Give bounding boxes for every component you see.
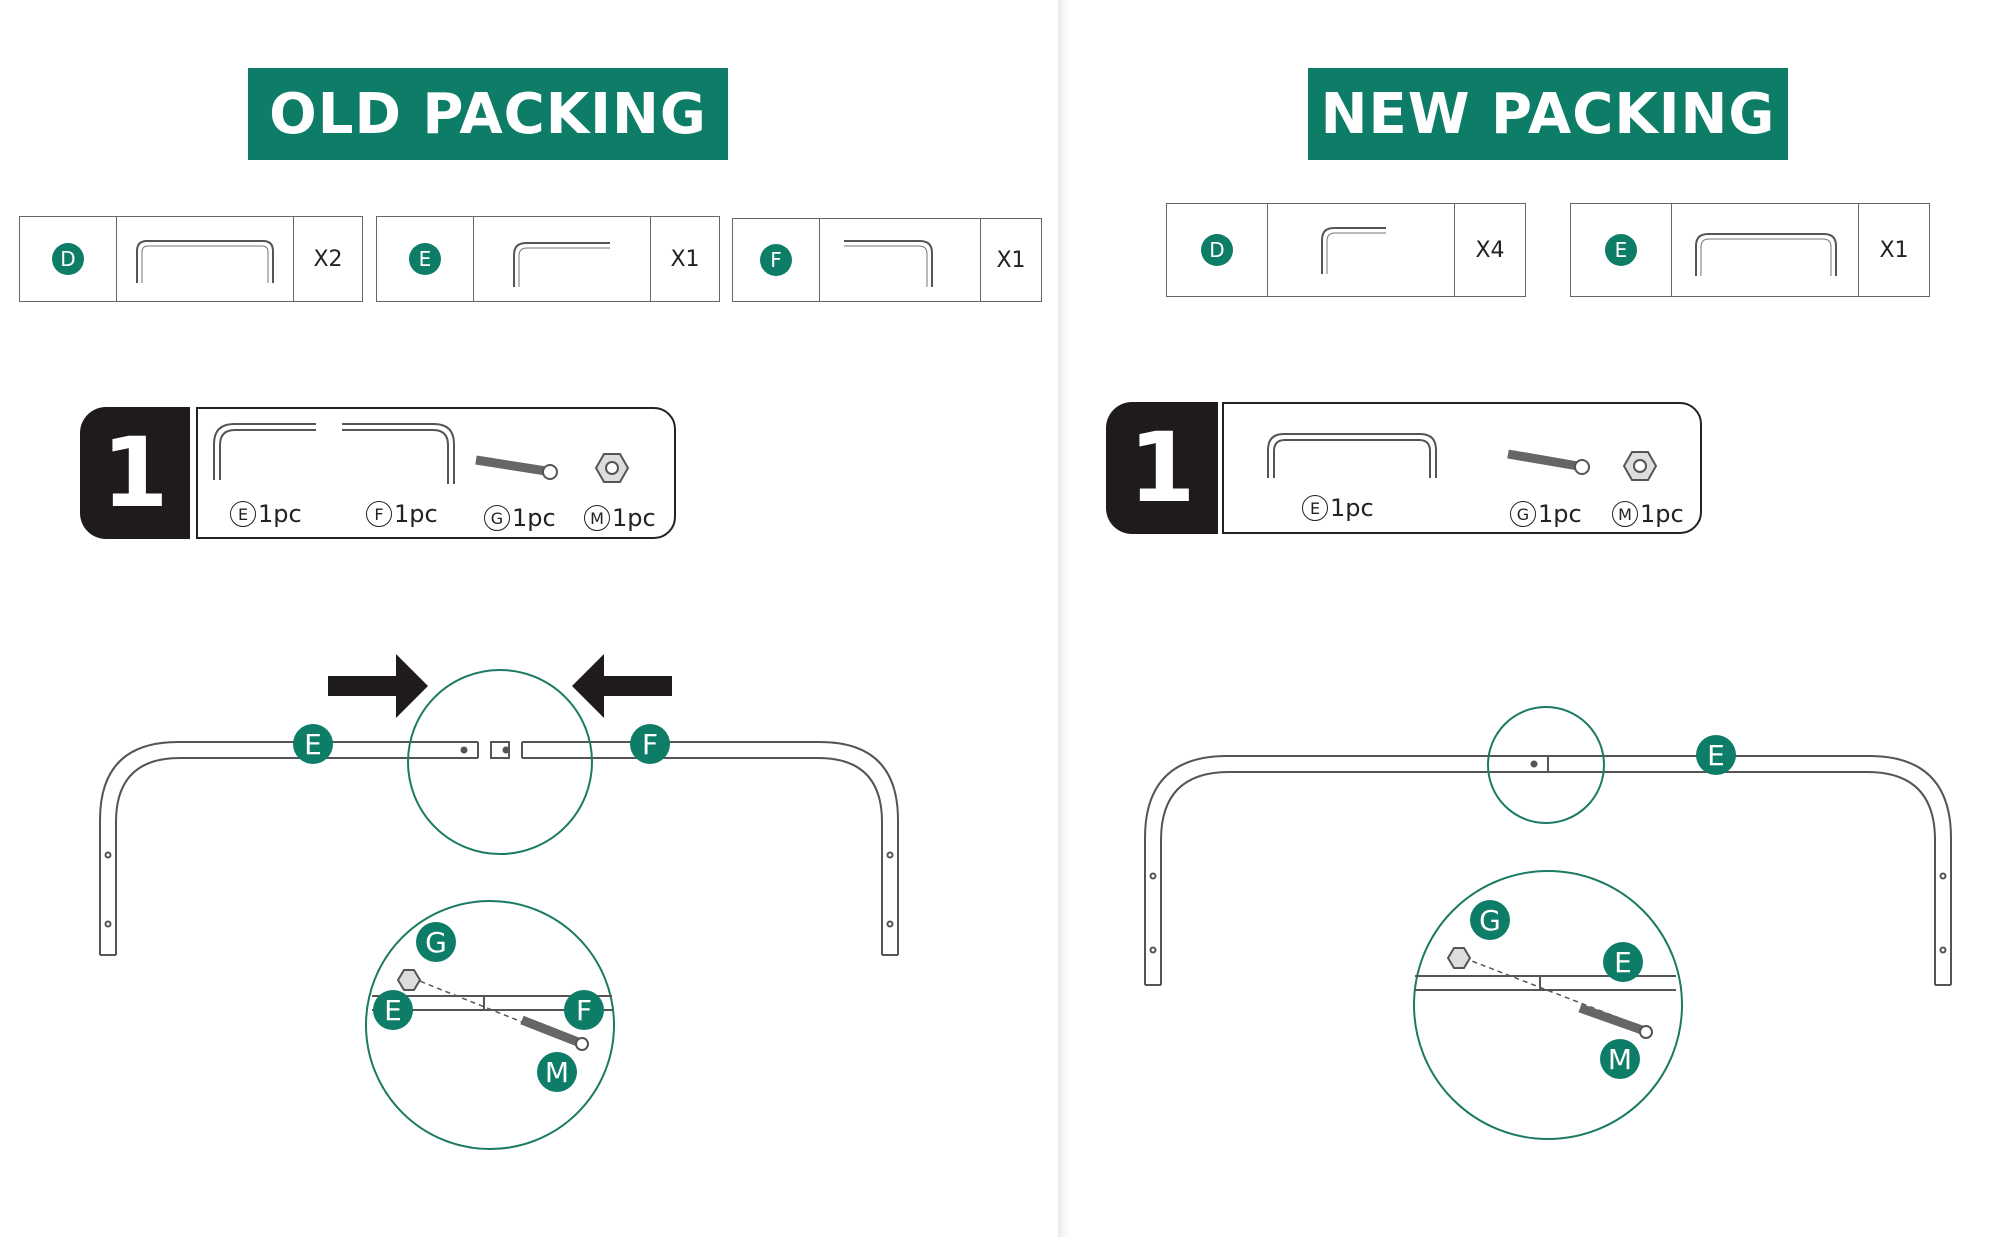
part-e-qty: X1 — [670, 246, 700, 272]
old-push-arrows — [328, 654, 672, 718]
part-e-drawing — [513, 242, 610, 287]
part-d-badge: D — [1201, 234, 1233, 266]
old-detail-callout-e: E — [373, 990, 413, 1030]
part-d-qty: X4 — [1475, 237, 1505, 263]
old-joint-highlight-circle — [407, 669, 593, 855]
part-e-drawing — [1695, 233, 1837, 276]
old-step-part-e-drawing — [213, 423, 316, 480]
old-part-f-row: F X1 — [732, 218, 1042, 302]
part-e-qty: X1 — [1879, 237, 1909, 263]
part-d-drawing — [1321, 227, 1386, 274]
new-detail-callout-m: M — [1600, 1039, 1640, 1079]
new-packing-title-text: NEW PACKING — [1320, 81, 1776, 147]
old-packing-title: OLD PACKING — [248, 68, 728, 160]
old-step-bolt-drawing — [475, 455, 558, 480]
old-step-part-f-drawing — [342, 423, 455, 484]
new-packing-title: NEW PACKING — [1308, 68, 1788, 160]
svg-text:F: F — [642, 728, 658, 761]
new-detail-circle — [1413, 870, 1683, 1140]
old-part-d-row: D X2 — [19, 216, 363, 302]
new-step-nut-drawing — [1622, 451, 1658, 481]
part-d-drawing — [136, 240, 274, 283]
old-callout-e: E — [293, 724, 333, 764]
part-d-badge: D — [52, 243, 84, 275]
svg-text:E: E — [1707, 739, 1725, 772]
new-callout-e: E — [1696, 735, 1736, 775]
old-step-nut-drawing — [594, 453, 630, 483]
old-step-number-text: 1 — [101, 417, 169, 529]
new-step-bolt-drawing — [1507, 449, 1590, 475]
svg-text:F: F — [576, 994, 592, 1027]
new-assembly-frame — [1144, 755, 1952, 986]
part-f-qty: X1 — [996, 247, 1026, 273]
new-part-d-row: D X4 — [1166, 203, 1526, 297]
panel-divider — [1058, 0, 1072, 1237]
old-detail-callout-f: F — [564, 990, 604, 1030]
svg-text:E: E — [384, 994, 402, 1027]
old-packing-title-text: OLD PACKING — [269, 81, 707, 147]
svg-text:E: E — [304, 728, 322, 761]
svg-text:M: M — [545, 1056, 569, 1089]
old-assembly-frame — [99, 741, 899, 956]
old-detail-callout-m: M — [537, 1052, 577, 1092]
right-arrow-icon — [328, 654, 428, 718]
part-f-badge: F — [760, 244, 792, 276]
new-step-number: 1 — [1106, 402, 1218, 534]
part-d-qty: X2 — [313, 246, 343, 272]
old-callout-f: F — [630, 724, 670, 764]
new-joint-highlight-circle — [1487, 706, 1605, 824]
old-detail-callout-g: G — [416, 922, 456, 962]
svg-text:E: E — [1614, 946, 1632, 979]
new-part-e-row: E X1 — [1570, 203, 1930, 297]
old-detail-circle — [365, 900, 615, 1150]
new-step-part-e-drawing — [1267, 433, 1437, 478]
part-e-badge: E — [1605, 234, 1637, 266]
part-e-badge: E — [409, 243, 441, 275]
svg-text:G: G — [425, 926, 447, 959]
svg-text:M: M — [1608, 1043, 1632, 1076]
old-part-e-row: E X1 — [376, 216, 720, 302]
left-arrow-icon — [572, 654, 672, 718]
part-f-drawing — [844, 240, 933, 287]
new-detail-callout-e: E — [1603, 942, 1643, 982]
svg-text:G: G — [1479, 904, 1501, 937]
new-step-number-text: 1 — [1128, 412, 1196, 524]
old-step-number: 1 — [80, 407, 190, 539]
new-detail-callout-g: G — [1470, 900, 1510, 940]
